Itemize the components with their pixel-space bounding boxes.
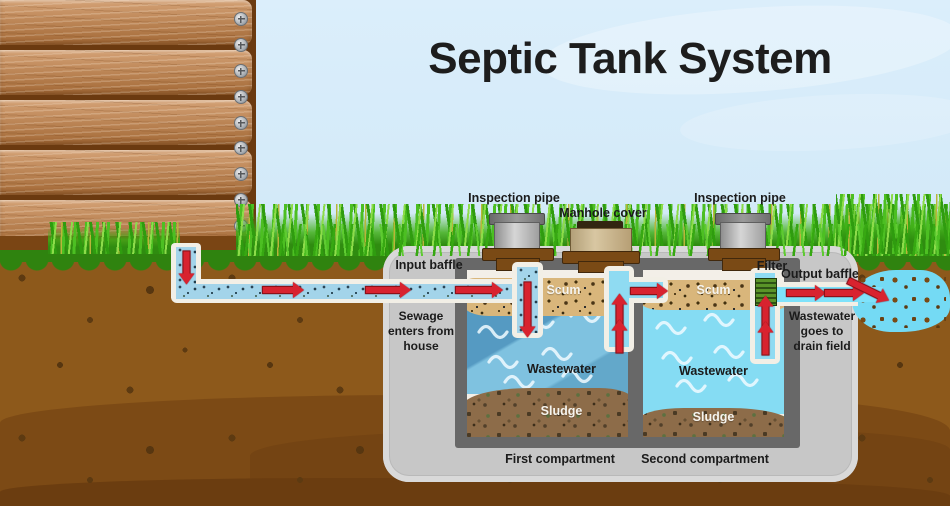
label-sewage-source: Sewage enters from house	[387, 309, 455, 353]
screw-icon	[234, 116, 248, 130]
wall-plank	[0, 150, 252, 195]
wall-plank	[0, 100, 252, 145]
water-squiggles	[655, 312, 759, 394]
flow-arrow-icon	[786, 289, 815, 297]
manhole-body	[570, 228, 632, 255]
flow-arrow-icon	[262, 286, 293, 294]
label-first-compartment: First compartment	[505, 452, 615, 466]
grass-tuft-left	[48, 222, 180, 254]
pipe-flange	[722, 258, 766, 271]
pipe-body	[494, 222, 540, 252]
sludge-layer-second	[643, 408, 784, 437]
screw-icon	[234, 38, 248, 52]
label-second-compartment: Second compartment	[641, 452, 769, 466]
label-manhole-cover: Manhole cover	[559, 206, 647, 220]
screw-icon	[234, 64, 248, 78]
screw-icon	[234, 141, 248, 155]
wall-plank	[0, 0, 252, 45]
label-scum-second: Scum	[696, 283, 731, 297]
first-compartment: Scum Wastewater Sludge	[467, 270, 628, 437]
flow-arrow-icon	[365, 286, 400, 294]
label-scum-first: Scum	[546, 283, 581, 297]
house-pipe-water	[176, 284, 512, 299]
wall-plank	[0, 50, 252, 95]
flow-arrow-icon	[824, 289, 853, 297]
label-filter: Filter	[756, 259, 788, 273]
label-drain-destination: Wastewater goes to drain field	[788, 309, 856, 353]
flow-arrow-icon	[182, 250, 191, 274]
label-output-baffle: Output baffle	[781, 267, 859, 281]
label-input-baffle: Input baffle	[395, 258, 463, 272]
screw-icon	[234, 12, 248, 26]
house-wall	[0, 0, 256, 250]
label-sludge-second: Sludge	[692, 410, 735, 424]
flow-arrow-icon	[455, 286, 492, 294]
flow-arrow-icon	[761, 332, 770, 356]
label-wastewater-second: Wastewater	[678, 364, 748, 378]
label-sludge-first: Sludge	[540, 404, 583, 418]
label-wastewater-first: Wastewater	[526, 362, 596, 376]
sludge-layer-first	[467, 388, 628, 437]
page-title: Septic Tank System	[428, 34, 832, 83]
flow-arrow-icon	[630, 287, 657, 295]
flow-arrow-icon	[615, 330, 624, 354]
screw-icon	[234, 167, 248, 181]
label-inspection-pipe-right: Inspection pipe	[694, 191, 786, 205]
pipe-body	[720, 222, 766, 252]
flow-arrow-icon	[523, 281, 532, 327]
label-inspection-pipe-left: Inspection pipe	[468, 191, 560, 205]
screw-icon	[234, 90, 248, 104]
manhole-lid	[577, 221, 623, 230]
